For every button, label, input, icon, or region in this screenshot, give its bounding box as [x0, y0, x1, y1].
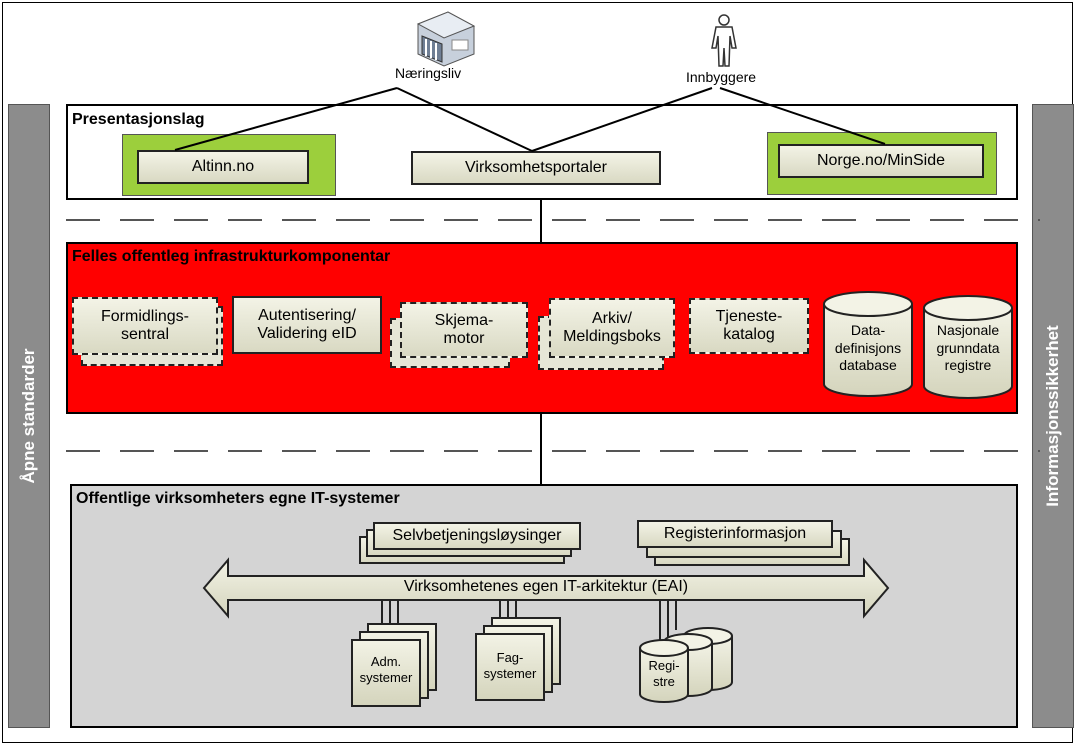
formidling-line2: sentral — [120, 326, 169, 343]
fag-label: Fag- systemer — [476, 650, 544, 681]
adm-systems-stack — [351, 623, 437, 707]
arkiv-line1: Arkiv/ — [591, 309, 632, 327]
fag-line2: systemer — [483, 665, 537, 681]
datadef-line3: database — [839, 357, 897, 373]
eai-label: Virksomhetenes egen IT-arkitektur (EAI) — [403, 578, 689, 595]
systems-title: Offentlige virksomheters egne IT-systeme… — [76, 490, 400, 507]
autentisering-line2: Validering eID — [257, 325, 357, 342]
citizens-label: Innbyggere — [686, 69, 757, 85]
datadef-label: Data- definisjons database — [824, 322, 912, 375]
nasjonale-line3: registre — [944, 357, 992, 373]
virksomhetsportaler-box: Virksomhetsportaler — [411, 151, 661, 185]
infrastructure-title: Felles offentleg infrastrukturkomponenta… — [72, 248, 391, 265]
adm-label: Adm. systemer — [352, 654, 420, 685]
nasjonale-label: Nasjonale grunndata registre — [924, 322, 1012, 375]
self-service-box: Selvbetjeningsløysinger — [373, 522, 581, 550]
eai-arrow — [202, 557, 890, 619]
formidling-line1: Formidlings- — [100, 307, 189, 325]
fag-systems-stack — [475, 617, 561, 701]
adm-line1: Adm. — [370, 654, 402, 669]
nasjonale-cylinder — [923, 295, 1013, 399]
arkiv-box: Arkiv/Meldingsboks — [549, 298, 675, 358]
arkiv-line2: Meldingsboks — [563, 328, 661, 345]
person-icon — [711, 14, 737, 67]
datadef-cylinder — [823, 291, 913, 397]
datadef-line1: Data- — [850, 322, 886, 338]
autentisering-line1: Autentisering/ — [258, 306, 356, 324]
tjeneste-line1: Tjeneste- — [715, 307, 783, 325]
adm-line2: systemer — [359, 669, 413, 685]
norge-box: Norge.no/MinSide — [778, 144, 984, 178]
fag-line1: Fag- — [496, 650, 524, 665]
formidlingssentral-box: Formidlings-sentral — [72, 297, 218, 355]
line-business-altinn — [174, 87, 398, 151]
building-icon — [416, 11, 476, 67]
database-cylinders — [823, 291, 1013, 399]
registre-line1: Regi- — [648, 658, 680, 673]
line-business-portals — [396, 87, 533, 152]
altinn-box: Altinn.no — [137, 150, 309, 184]
skjema-line2: motor — [443, 330, 485, 347]
autentisering-box: Autentisering/Validering eID — [232, 296, 382, 354]
business-label: Næringsliv — [395, 65, 462, 81]
tjeneste-line2: katalog — [723, 326, 775, 343]
registre-label: Regi- stre — [640, 658, 688, 689]
sidebar-open-standards: Åpne standarder — [8, 104, 50, 728]
line-citizens-portals — [531, 87, 713, 152]
registre-line2: stre — [653, 673, 675, 689]
nasjonale-line2: grunndata — [936, 339, 1000, 356]
nasjonale-line1: Nasjonale — [936, 322, 1000, 338]
presentation-title: Presentasjonslag — [72, 111, 205, 128]
skjemamotor-box: Skjema-motor — [400, 302, 528, 358]
skjema-line1: Skjema- — [434, 311, 494, 329]
sidebar-information-security: Informasjonssikkerhet — [1032, 104, 1074, 728]
registre-cylinders — [639, 627, 733, 703]
datadef-line2: definisjons — [834, 339, 902, 356]
tjenestekatalog-box: Tjeneste-katalog — [689, 298, 809, 354]
register-info-box: Registerinformasjon — [637, 520, 833, 548]
line-citizens-norge — [719, 87, 886, 145]
